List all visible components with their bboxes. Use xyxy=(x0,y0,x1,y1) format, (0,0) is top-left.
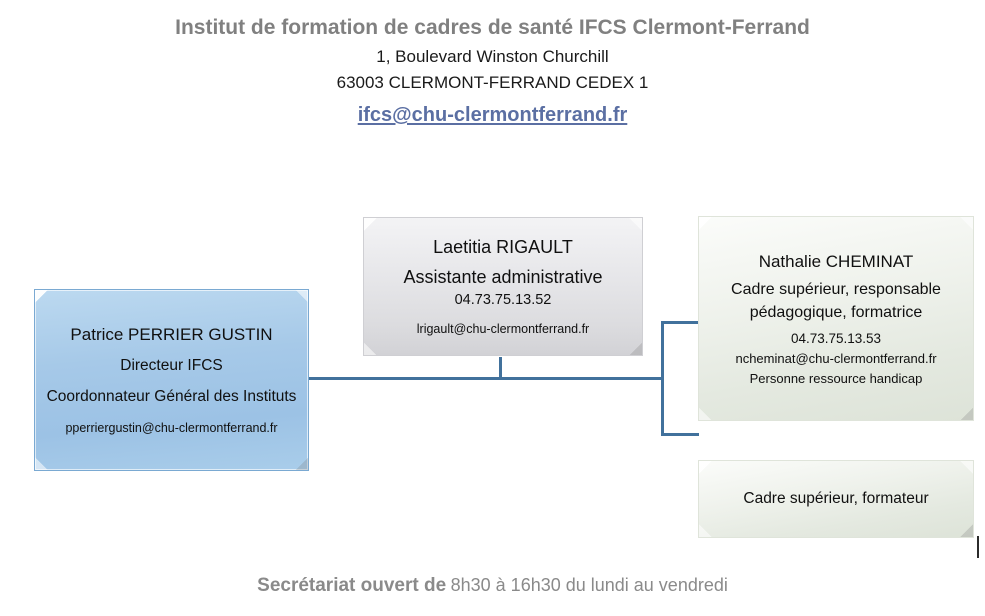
connector-branch-formateur xyxy=(661,433,699,436)
director-role-1: Directeur IFCS xyxy=(120,356,223,374)
assistant-email: lrigault@chu-clermontferrand.fr xyxy=(416,322,590,336)
connector-stub-assistant xyxy=(499,357,502,378)
connector-vertical-right xyxy=(661,321,664,436)
director-email: pperriergustin@chu-clermontferrand.fr xyxy=(65,420,278,435)
cadre-sup-role: Cadre supérieur, responsable pédagogique… xyxy=(731,280,941,321)
assistant-role: Assistante administrative xyxy=(403,267,603,287)
connector-branch-cadre-sup xyxy=(661,321,699,324)
connector-horizontal-main xyxy=(308,377,664,380)
assistant-name: Laetitia RIGAULT xyxy=(433,237,573,257)
org-node-director[interactable]: Patrice PERRIER GUSTIN Directeur IFCS Co… xyxy=(34,289,309,471)
footer-hours-label: Secrétariat ouvert de xyxy=(257,575,447,596)
director-name: Patrice PERRIER GUSTIN xyxy=(70,324,273,344)
address-line-1: 1, Boulevard Winston Churchill xyxy=(376,47,609,66)
assistant-phone: 04.73.75.13.52 xyxy=(454,292,552,308)
org-node-cadre-superieur-pedagogique[interactable]: Nathalie CHEMINAT Cadre supérieur, respo… xyxy=(698,216,974,421)
cadre-sup-phone: 04.73.75.13.53 xyxy=(790,330,882,346)
director-role-2: Coordonnateur Général des Instituts xyxy=(46,387,297,405)
formateur-role: Cadre supérieur, formateur xyxy=(743,490,929,507)
text-caret-artifact xyxy=(977,536,979,558)
footer-hours-value: 8h30 à 16h30 du lundi au vendredi xyxy=(450,575,728,595)
header-block: Institut de formation de cadres de santé… xyxy=(0,14,985,127)
cadre-sup-email: ncheminat@chu-clermontferrand.fr xyxy=(735,350,937,366)
org-node-assistant[interactable]: Laetitia RIGAULT Assistante administrati… xyxy=(363,217,643,356)
page-title: Institut de formation de cadres de santé… xyxy=(175,16,810,39)
org-node-cadre-superieur-formateur[interactable]: Cadre supérieur, formateur xyxy=(698,460,974,538)
cadre-sup-name: Nathalie CHEMINAT xyxy=(758,251,914,271)
cadre-sup-note: Personne ressource handicap xyxy=(749,370,923,386)
footer-hours: Secrétariat ouvert de 8h30 à 16h30 du lu… xyxy=(0,575,985,597)
address-line-2: 63003 CLERMONT-FERRAND CEDEX 1 xyxy=(336,73,649,92)
email-link[interactable]: ifcs@chu-clermontferrand.fr xyxy=(357,104,628,126)
